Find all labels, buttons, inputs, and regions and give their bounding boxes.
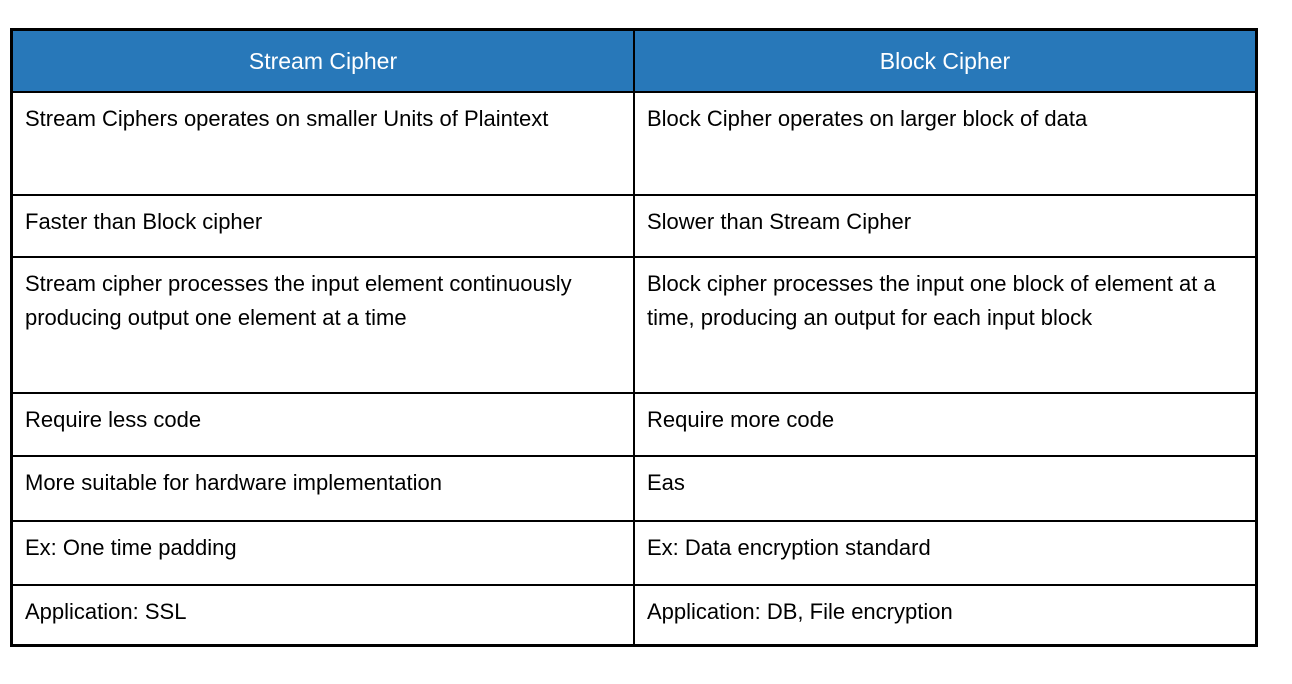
- table-row: Faster than Block cipher Slower than Str…: [10, 194, 1258, 258]
- table-header-row: Stream Cipher Block Cipher: [10, 28, 1258, 93]
- table-cell-stream: Require less code: [10, 392, 635, 457]
- table-cell-stream: Ex: One time padding: [10, 520, 635, 586]
- table-cell-block: Application: DB, File encryption: [633, 584, 1258, 647]
- table-cell-block: Require more code: [633, 392, 1258, 457]
- table-row: Require less code Require more code: [10, 392, 1258, 457]
- table-cell-stream: Stream Ciphers operates on smaller Units…: [10, 91, 635, 196]
- table-row: Stream Ciphers operates on smaller Units…: [10, 91, 1258, 196]
- table-row: Ex: One time padding Ex: Data encryption…: [10, 520, 1258, 586]
- table-cell-block: Slower than Stream Cipher: [633, 194, 1258, 258]
- header-cell-block-cipher: Block Cipher: [633, 28, 1258, 93]
- table-cell-stream: Faster than Block cipher: [10, 194, 635, 258]
- table-row: Application: SSL Application: DB, File e…: [10, 584, 1258, 647]
- table-cell-block: Ex: Data encryption standard: [633, 520, 1258, 586]
- table-cell-stream: Application: SSL: [10, 584, 635, 647]
- cipher-comparison-table: Stream Cipher Block Cipher Stream Cipher…: [10, 28, 1258, 647]
- table-row: More suitable for hardware implementatio…: [10, 455, 1258, 522]
- table-cell-stream: More suitable for hardware implementatio…: [10, 455, 635, 522]
- table-cell-block: Block Cipher operates on larger block of…: [633, 91, 1258, 196]
- table-cell-stream: Stream cipher processes the input elemen…: [10, 256, 635, 394]
- header-cell-stream-cipher: Stream Cipher: [10, 28, 635, 93]
- table-cell-block: Eas: [633, 455, 1258, 522]
- table-cell-block: Block cipher processes the input one blo…: [633, 256, 1258, 394]
- table-row: Stream cipher processes the input elemen…: [10, 256, 1258, 394]
